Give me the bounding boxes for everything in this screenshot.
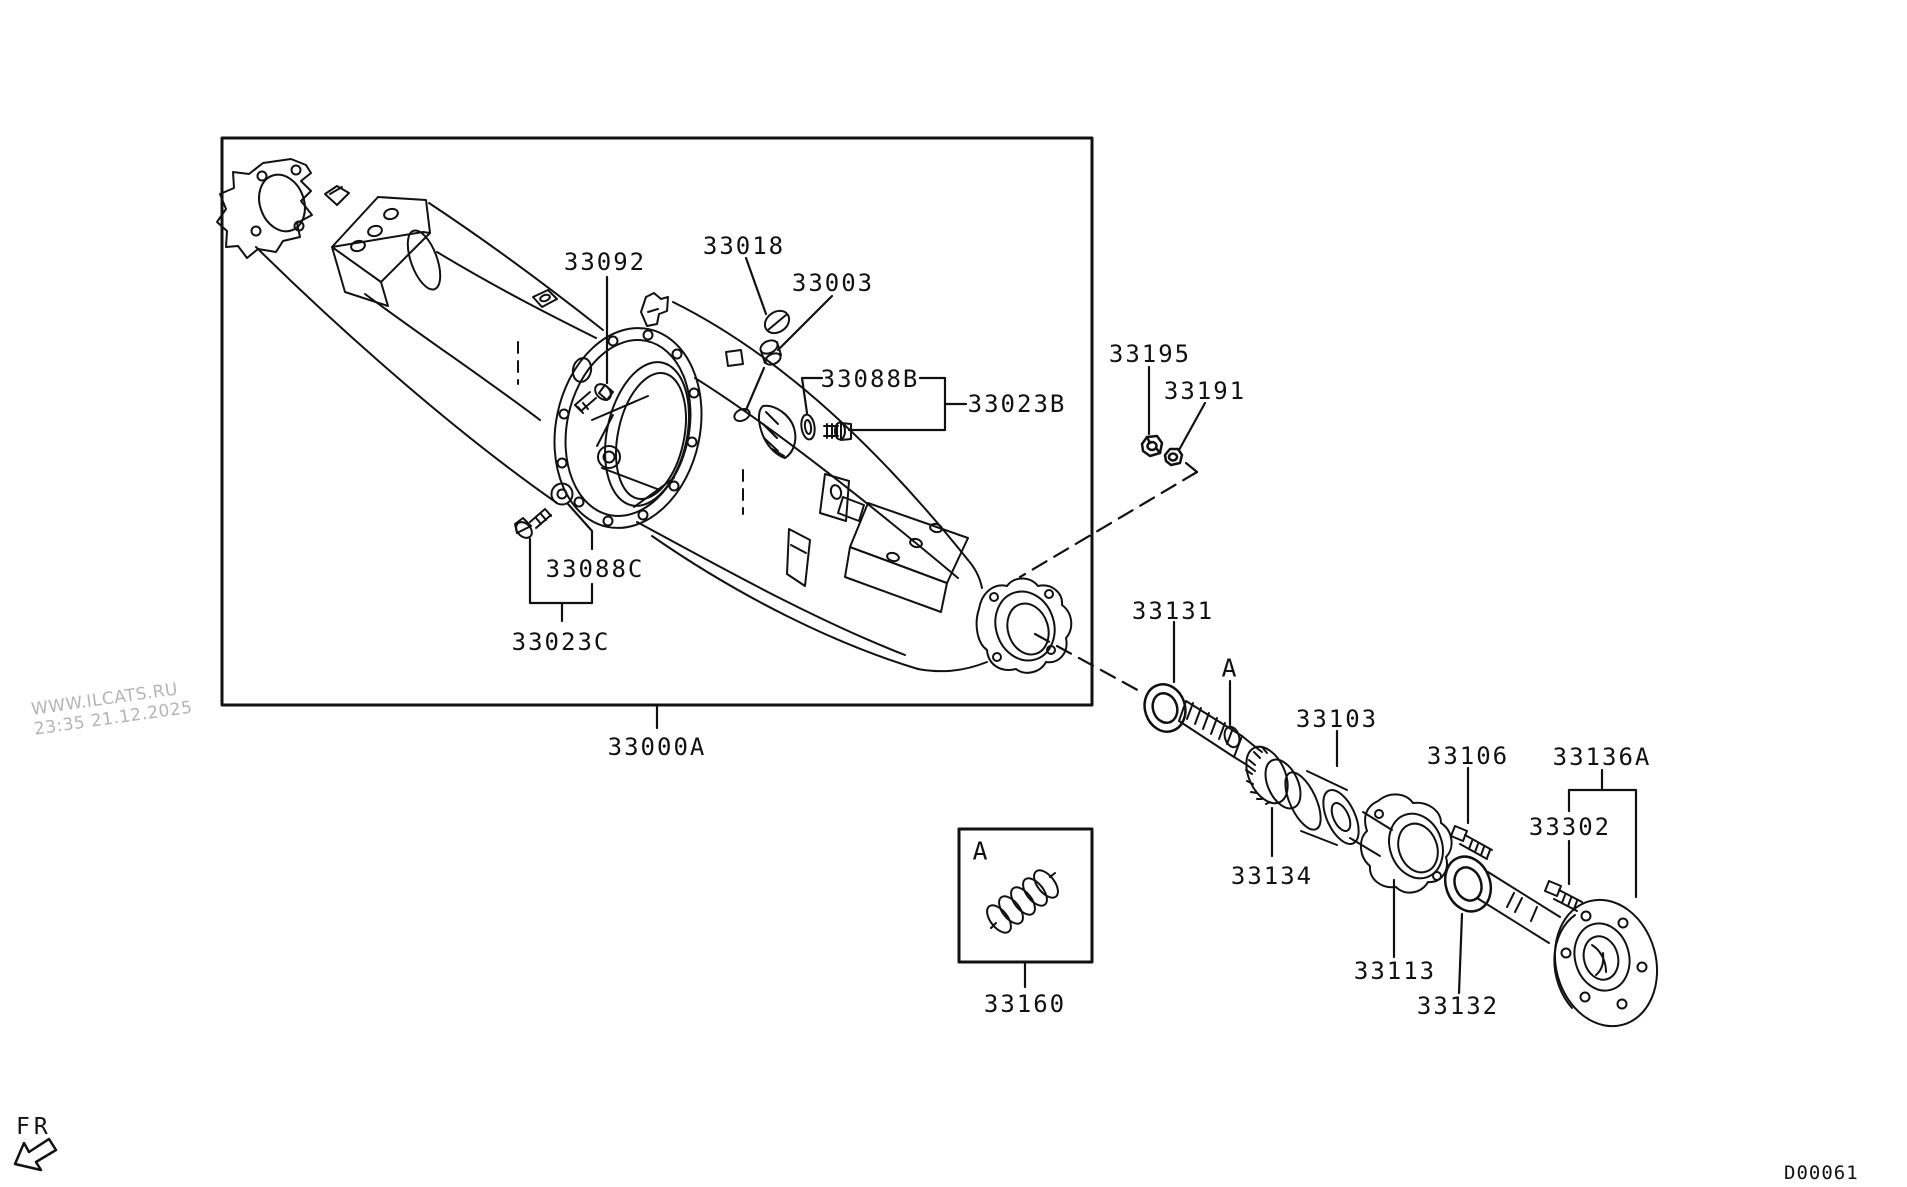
part-label-33136A: 33136A (1552, 743, 1652, 771)
part-label-33023C: 33023C (511, 628, 611, 656)
section-marker-shaft: A (1221, 653, 1237, 683)
axle-shaft-parts-drawing (1143, 683, 1659, 1028)
part-label-33000A: 33000A (607, 733, 707, 761)
axle-housing-drawing (216, 158, 1073, 674)
part-label-33131: 33131 (1131, 597, 1215, 625)
drawing-code: D00061 (1784, 1162, 1859, 1184)
fr-arrow-icon (13, 1137, 58, 1172)
part-label-33018: 33018 (702, 232, 786, 260)
part-label-33191: 33191 (1163, 377, 1247, 405)
part-label-33106: 33106 (1426, 742, 1510, 770)
part-label-33195: 33195 (1108, 340, 1192, 368)
part-label-33113: 33113 (1353, 957, 1437, 985)
part-label-33132: 33132 (1416, 992, 1500, 1020)
fill-plug-parts-drawing (800, 413, 852, 441)
part-label-33134: 33134 (1230, 862, 1314, 890)
main-assembly-box (220, 136, 1094, 707)
bolt-33092-drawing (574, 383, 614, 414)
drain-plug-parts-drawing (514, 482, 574, 539)
breather-parts-drawing (733, 309, 791, 423)
part-label-33092: 33092 (563, 248, 647, 276)
nuts-drawing (1140, 434, 1184, 467)
spring-33160-drawing (986, 869, 1059, 934)
phantom-lines (517, 341, 744, 515)
part-label-33302: 33302 (1528, 813, 1612, 841)
detail-box-letter: A (972, 836, 988, 866)
part-label-33160: 33160 (983, 990, 1067, 1018)
leader-lines (528, 256, 1638, 995)
part-label-33023B: 33023B (967, 390, 1067, 418)
part-label-33088B: 33088B (820, 365, 920, 393)
part-label-33003: 33003 (791, 269, 875, 297)
part-label-33088C: 33088C (545, 555, 645, 583)
front-direction-label: FR (16, 1114, 52, 1140)
part-label-33103: 33103 (1295, 705, 1379, 733)
